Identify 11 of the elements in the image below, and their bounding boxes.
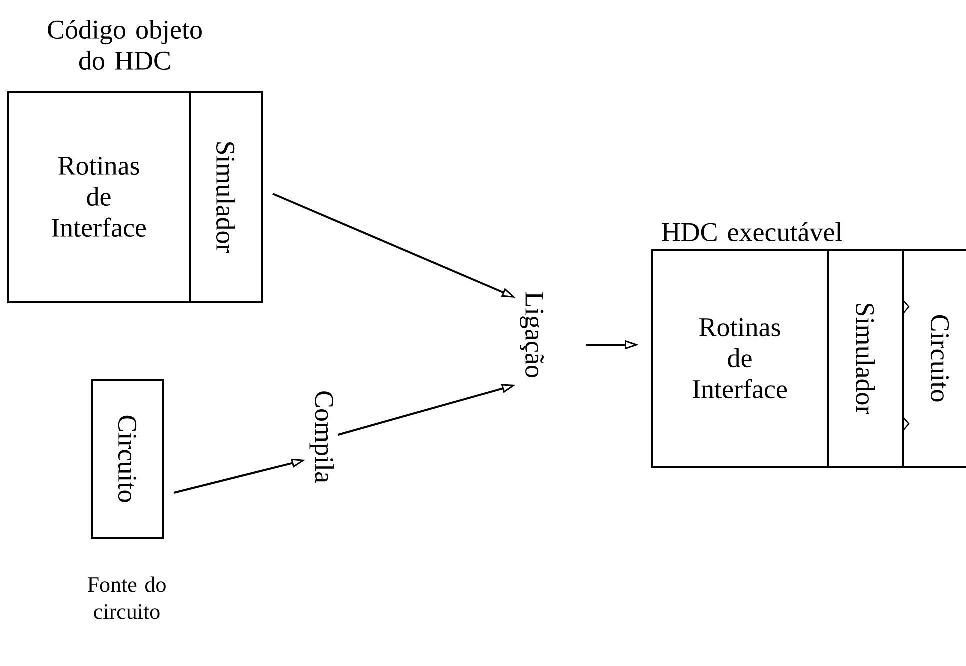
step-label: Compila [310,392,334,484]
component-box: Circuito [902,249,966,468]
node-label: Fonte do circuito [88,576,166,620]
routine-box: Rotinas de Interface [651,249,829,468]
component-box: Circuito [91,379,164,539]
step-label: Ligação [520,292,544,378]
component-box: Simulador [189,91,263,303]
routine-box: Rotinas de Interface [7,91,191,303]
node-label: Código objeto do HDC [48,20,202,70]
component-box: Simulador [827,249,904,468]
node-label: HDC executável [662,222,842,242]
